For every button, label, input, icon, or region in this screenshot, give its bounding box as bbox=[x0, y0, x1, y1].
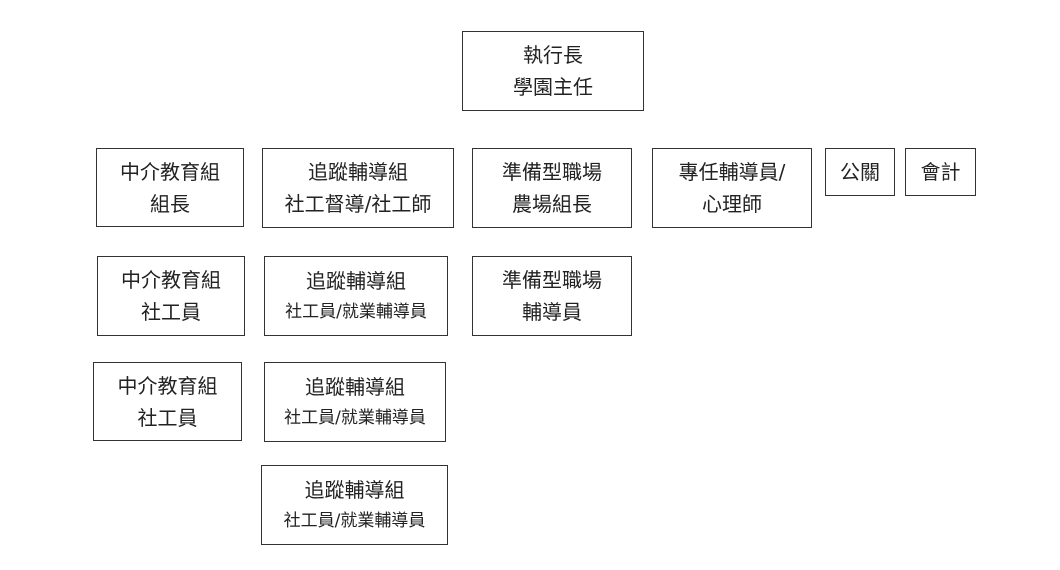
farm-leader-box: 準備型職場 農場組長 bbox=[472, 148, 632, 228]
mediation-social-worker-role: 社工員 bbox=[137, 405, 198, 430]
farm-counselor-role: 輔導員 bbox=[522, 300, 582, 324]
farm-counselor-box: 準備型職場 輔導員 bbox=[472, 256, 632, 336]
accounting-label: 會計 bbox=[920, 160, 961, 184]
counselor-role: 專任輔導員/ bbox=[678, 160, 786, 184]
tracking-supervisor-dept: 追蹤輔導組 bbox=[308, 160, 408, 184]
public-relations-box: 公關 bbox=[825, 148, 895, 196]
ceo-subtitle: 學園主任 bbox=[513, 75, 593, 99]
mediation-social-worker-box-1: 中介教育組 社工員 bbox=[97, 256, 245, 336]
mediation-social-worker-box-2: 中介教育組 社工員 bbox=[93, 362, 242, 441]
tracking-worker-role: 社工員/就業輔導員 bbox=[284, 408, 426, 428]
tracking-supervisor-box: 追蹤輔導組 社工督導/社工師 bbox=[262, 148, 454, 228]
tracking-worker-dept: 追蹤輔導組 bbox=[305, 375, 405, 399]
mediation-leader-box: 中介教育組 組長 bbox=[96, 148, 244, 227]
farm-leader-dept: 準備型職場 bbox=[502, 160, 602, 184]
counselor-box: 專任輔導員/ 心理師 bbox=[652, 148, 812, 228]
tracking-worker-role: 社工員/就業輔導員 bbox=[285, 302, 427, 322]
mediation-social-worker-role: 社工員 bbox=[141, 300, 201, 324]
tracking-worker-dept: 追蹤輔導組 bbox=[304, 478, 405, 502]
ceo-title: 執行長 bbox=[523, 43, 583, 67]
mediation-leader-role: 組長 bbox=[150, 191, 190, 216]
tracking-worker-role: 社工員/就業輔導員 bbox=[283, 511, 426, 531]
counselor-role-alt: 心理師 bbox=[702, 192, 762, 216]
ceo-box: 執行長 學園主任 bbox=[462, 31, 644, 111]
public-relations-label: 公關 bbox=[840, 160, 880, 184]
tracking-supervisor-role: 社工督導/社工師 bbox=[284, 192, 432, 216]
farm-counselor-dept: 準備型職場 bbox=[502, 268, 602, 292]
farm-leader-role: 農場組長 bbox=[512, 192, 592, 216]
mediation-social-worker-dept: 中介教育組 bbox=[121, 268, 221, 292]
mediation-social-worker-dept: 中介教育組 bbox=[117, 373, 218, 398]
accounting-box: 會計 bbox=[905, 148, 976, 196]
tracking-worker-box-3: 追蹤輔導組 社工員/就業輔導員 bbox=[261, 465, 448, 545]
tracking-worker-dept: 追蹤輔導組 bbox=[306, 269, 406, 293]
tracking-worker-box-2: 追蹤輔導組 社工員/就業輔導員 bbox=[264, 362, 446, 442]
tracking-worker-box-1: 追蹤輔導組 社工員/就業輔導員 bbox=[264, 256, 448, 336]
mediation-leader-dept: 中介教育組 bbox=[120, 159, 220, 184]
